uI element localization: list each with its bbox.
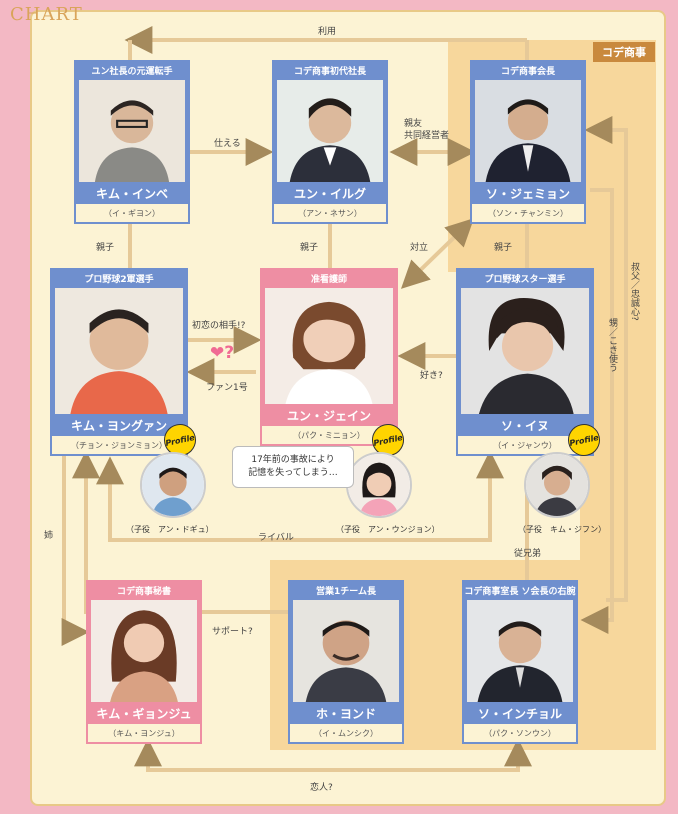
link-koibito <box>134 738 532 772</box>
child-photo-inu <box>524 452 590 518</box>
card-name: ホ・ヨンド <box>315 706 376 721</box>
child-photo-jein <box>346 452 412 518</box>
card-actor: （イ・ジャンウ） <box>458 436 592 454</box>
portrait-photo <box>293 600 399 702</box>
rel-shinyuu: 親友 <box>404 119 423 129</box>
rel-hatsukoi: 初恋の相手!? <box>192 321 246 331</box>
card-role: 准看護師 <box>310 274 347 285</box>
card-role: プロ野球スター選手 <box>484 274 566 285</box>
rel-fan: ファン1号 <box>206 383 248 393</box>
portrait-photo <box>55 288 183 414</box>
card-name: キム・ギョンジュ <box>96 706 192 721</box>
link-ane <box>61 452 90 646</box>
link-rival <box>96 456 470 542</box>
card-actor: （パク・ミニョン） <box>262 426 396 444</box>
rel-support: サポート? <box>212 627 253 637</box>
portrait-photo <box>91 600 197 702</box>
link-oi <box>580 188 614 634</box>
card-role: ユン社長の元運転手 <box>91 66 173 77</box>
card-so-inu: プロ野球スター選手 ソ・イヌ （イ・ジャンウ） <box>456 268 594 456</box>
card-name: ユン・ジェイン <box>286 408 371 423</box>
portrait-photo <box>461 288 589 414</box>
rel-kyoudou: 共同経営者 <box>404 131 450 141</box>
rel-oi: 甥／こき使う <box>607 318 617 372</box>
card-name: キム・インベ <box>95 186 168 201</box>
rel-suki: 好き? <box>420 371 443 381</box>
rel-koibito: 恋人? <box>310 783 333 793</box>
card-actor: （キム・ヨンジュ） <box>88 724 200 742</box>
card-so-inchol: コデ商事室長 ソ会長の右腕 ソ・インチョル （パク・ソンウン） <box>462 580 578 744</box>
child-label-yongwan: （子役 アン・ドギュ） <box>126 525 214 534</box>
portrait-photo <box>467 600 573 702</box>
rel-oyako-left: 親子 <box>96 243 115 253</box>
rel-ane: 姉 <box>44 531 54 541</box>
child-label-jein: （子役 アン・ウンジョン） <box>336 525 440 534</box>
rel-tairitsu: 対立 <box>410 243 429 253</box>
card-role: コデ商事会長 <box>500 66 555 77</box>
card-ho-yondo: 営業1チーム長 ホ・ヨンド （イ・ムンシク） <box>288 580 404 744</box>
card-actor: （イ・ギヨン） <box>76 204 188 222</box>
card-name: ユン・イルグ <box>293 186 366 201</box>
card-role: コデ商事秘書 <box>116 586 171 597</box>
card-role: プロ野球2軍選手 <box>84 274 154 285</box>
rel-riyou: 利用 <box>318 27 337 37</box>
rel-tsukaeru: 仕える <box>214 139 241 149</box>
company-zone-label: コデ商事 <box>593 42 655 62</box>
portrait-photo <box>265 288 393 404</box>
portrait-photo <box>475 80 581 182</box>
rel-itoko: 従兄弟 <box>514 549 542 559</box>
child-photo-yongwan <box>140 452 206 518</box>
rel-rival: ライバル <box>258 533 294 543</box>
rel-oyako-right: 親子 <box>494 243 513 253</box>
card-kim-yongwan: プロ野球2軍選手 キム・ヨングァン （チョン・ジョンミョン） <box>50 268 188 456</box>
card-actor: （チョン・ジョンミョン） <box>52 436 186 454</box>
portrait-photo <box>277 80 383 182</box>
child-label-inu: （子役 キム・ジフン） <box>518 525 607 534</box>
card-yun-iruku: コデ商事初代社長 ユン・イルグ （アン・ネサン） <box>272 60 388 224</box>
card-kim-gyonju: コデ商事秘書 キム・ギョンジュ （キム・ヨンジュ） <box>86 580 202 744</box>
card-name: ソ・インチョル <box>477 706 562 721</box>
memory-note: 17年前の事故により 記憶を失ってしまう… <box>232 446 354 488</box>
link-rival-right <box>470 450 504 542</box>
card-actor: （イ・ムンシク） <box>290 724 402 742</box>
rel-oji: 叔父／忠誠心? <box>629 262 639 321</box>
card-role: コデ商事室長 ソ会長の右腕 <box>464 586 576 597</box>
portrait-photo <box>79 80 185 182</box>
link-tairitsu <box>400 218 475 289</box>
card-name: ソ・イヌ <box>500 418 549 433</box>
card-kim-inbe: ユン社長の元運転手 キム・インベ （イ・ギヨン） <box>74 60 190 224</box>
heart-mark: ❤? <box>210 343 235 363</box>
link-oji <box>584 116 628 602</box>
card-actor: （ソン・チャンミン） <box>472 204 584 222</box>
card-actor: （パク・ソンウン） <box>464 724 576 742</box>
card-name: キム・ヨングァン <box>70 418 167 433</box>
chart-title: CHART <box>10 4 83 25</box>
card-yun-jein: 准看護師 ユン・ジェイン （パク・ミニョン） <box>260 268 398 446</box>
card-name: ソ・ジェミョン <box>485 186 570 201</box>
rel-oyako-center: 親子 <box>300 243 319 253</box>
card-so-jemin: コデ商事会長 ソ・ジェミョン （ソン・チャンミン） <box>470 60 586 224</box>
card-role: 営業1チーム長 <box>316 586 376 597</box>
card-role: コデ商事初代社長 <box>293 66 366 77</box>
card-actor: （アン・ネサン） <box>274 204 386 222</box>
